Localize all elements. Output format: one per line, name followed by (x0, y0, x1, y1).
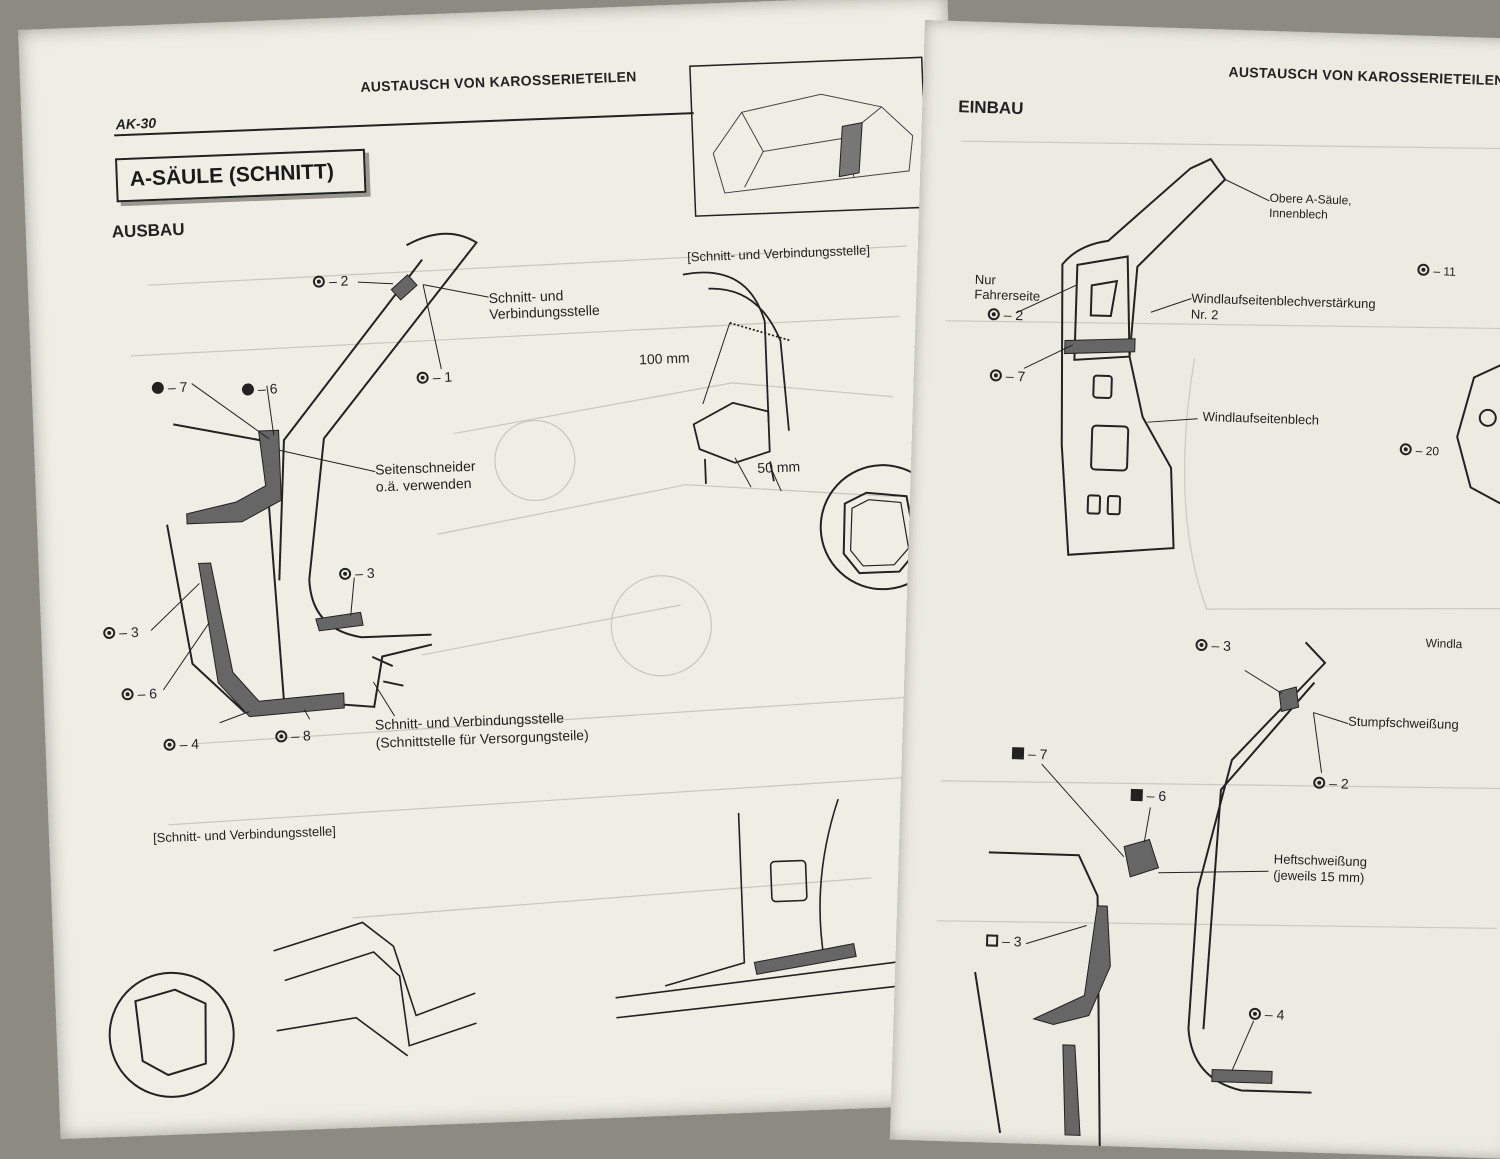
callout-1: – 1 (416, 369, 452, 386)
callout-3b: – 3 (102, 624, 139, 641)
callout-3a: – 3 (338, 565, 375, 582)
callout-2: – 2 (312, 273, 349, 290)
callout-7: – 7 (151, 379, 188, 396)
section-ausbau: AUSBAU (111, 219, 185, 242)
ghost-linework (936, 140, 1500, 930)
car-overview-frame (689, 56, 929, 217)
car-overview-drawing (712, 93, 914, 194)
label-heft-2: (jeweils 15 mm) (1273, 867, 1365, 886)
left-diagrams (108, 56, 956, 1098)
weld-symbol-icon (163, 738, 176, 751)
label-obere-2: Innenblech (1268, 205, 1329, 222)
label-wind-v2: Nr. 2 (1190, 306, 1219, 323)
left-page: AUSTAUSCH VON KAROSSERIETEILEN AK-30 A-S… (18, 0, 990, 1140)
weld-symbol-icon (312, 275, 326, 288)
label-nur-2: Fahrerseite (974, 286, 1041, 304)
square-weld-icon (1130, 788, 1143, 802)
weld-symbol-icon (989, 369, 1003, 382)
weld-symbol-icon (1248, 1007, 1262, 1021)
section-einbau: EINBAU (957, 97, 1024, 119)
spot-weld-icon (151, 381, 165, 395)
weld-symbol-icon (987, 308, 1000, 321)
weld-symbol-icon (102, 626, 116, 640)
section-circle-2 (108, 971, 235, 1098)
page-title: A-SÄULE (SCHNITT) (129, 159, 335, 191)
dimension-lines (702, 322, 782, 492)
dimension-100: 100 mm (638, 349, 690, 368)
lower-leader-lines (1025, 669, 1349, 1071)
weld-symbol-icon (338, 567, 352, 581)
callout-6: – 6 (241, 380, 278, 397)
callout-r20: – 20 (1399, 443, 1439, 458)
weld-symbol-icon (1195, 638, 1208, 652)
spot-weld-icon (241, 383, 255, 396)
callout-r3: – 3 (1195, 637, 1231, 654)
callout-6b: – 6 (121, 685, 157, 702)
square-weld-outline-icon (985, 934, 999, 947)
lower-assembly (974, 641, 1327, 1147)
right-edge-partial (1456, 357, 1500, 510)
cut-detail-1 (682, 271, 791, 484)
callout-r6b: – 6 (1130, 787, 1166, 804)
callout-4: – 4 (163, 736, 199, 753)
weld-symbol-icon (416, 371, 429, 384)
callout-r7: – 7 (989, 367, 1026, 384)
page-number: AK-30 (115, 114, 157, 133)
label-windla: Windla (1425, 636, 1463, 652)
weld-symbol-icon (1399, 443, 1412, 456)
callout-8: – 8 (275, 727, 311, 744)
right-leader-lines (1015, 179, 1270, 423)
weld-symbol-icon (275, 730, 288, 743)
callout-r2: – 2 (987, 306, 1023, 323)
label-obere-1: Obere A-Säule, (1269, 190, 1352, 208)
weld-strip-bottom (753, 943, 857, 975)
right-page: AUSTAUSCH VON KAROSSERIETEILEN EINBAU Ob… (889, 20, 1500, 1159)
weld-symbol-icon (1417, 263, 1430, 276)
weld-symbol-icon (1313, 776, 1326, 789)
dimension-50: 50 mm (757, 458, 801, 476)
weld-strips-lower (1032, 686, 1300, 1136)
weld-strips (186, 274, 418, 718)
leader-lines (150, 281, 489, 724)
callout-r7b: – 7 (1011, 745, 1048, 762)
ghost-linework (130, 245, 948, 919)
label-nur-1: Nur (974, 271, 997, 288)
callout-r4b: – 4 (1248, 1006, 1285, 1023)
callout-r3b: – 3 (985, 932, 1022, 949)
right-diagrams (936, 140, 1500, 1147)
label-heft-1: Heftschweißung (1273, 851, 1368, 870)
bottom-detail (273, 921, 477, 1057)
weld-symbol-icon (121, 688, 134, 701)
upper-assembly (1060, 157, 1227, 556)
callout-r2b: – 2 (1313, 775, 1349, 792)
callout-r11: – 11 (1417, 263, 1456, 279)
square-weld-icon (1011, 747, 1025, 760)
